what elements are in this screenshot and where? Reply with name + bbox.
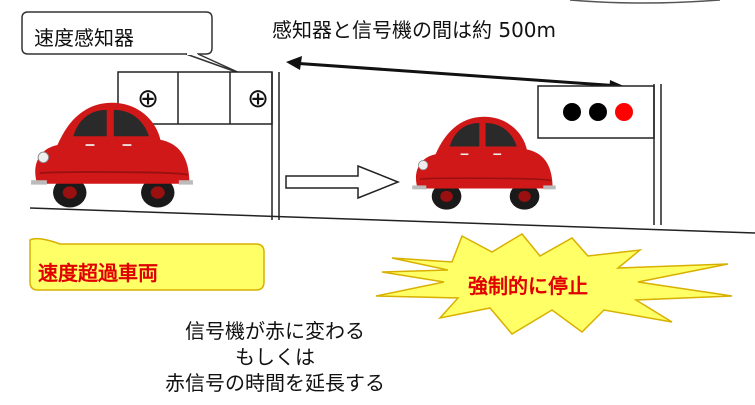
speeding-callout [29,237,265,291]
action-line-3: 赤信号の時間を延長する [165,371,385,395]
forced-stop-label: 強制的に停止 [468,274,588,298]
distance-arrow [291,61,621,88]
movement-arrow [285,164,401,200]
sensor-pole [271,72,280,220]
sensor-label: 速度感知器 [34,26,134,50]
action-line-1: 信号機が赤に変わる [185,319,365,343]
sensor-symbol-left: ⊕ [137,84,159,114]
distance-label: 感知器と信号機の間は約 500m [272,18,557,42]
speeding-vehicle-label: 速度超過車両 [38,261,158,285]
action-description: 信号機が赤に変わる もしくは 赤信号の時間を延長する [110,318,440,396]
signal-light-2 [589,103,607,121]
stop-burst [375,233,733,335]
sensor-symbol-right: ⊕ [247,84,269,114]
sensor-label-callout [21,11,213,55]
road-line [29,207,755,234]
signal-light-1 [563,103,581,121]
top-edge-fragment [569,0,721,4]
sensor-label-pointer [185,53,243,75]
signal-light-3 [615,103,633,121]
stopped-car [411,116,557,211]
speed-sensor-box [117,71,273,125]
action-line-2: もしくは [235,345,315,369]
